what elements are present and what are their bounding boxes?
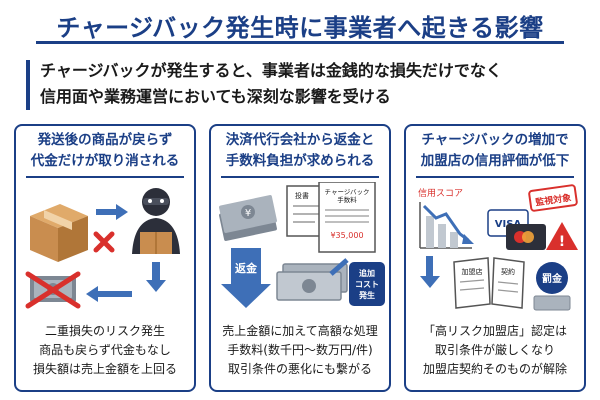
svg-text:!: ! — [559, 234, 565, 250]
summary-line: 手数料(数千円〜数万円/件) — [227, 343, 373, 357]
panel-refund-fees: 決済代行会社から返金と 手数料負担が求められる ¥ 投書 チャージバック 手数料 — [209, 124, 391, 392]
panel-heading-line-1: 決済代行会社から返金と — [225, 132, 375, 148]
extra-cost-line-2: コスト — [355, 280, 379, 289]
summary-line: 売上金額に加えて高額な処理 — [222, 324, 378, 338]
red-x-icon — [93, 231, 115, 253]
refund-label: 返金 — [235, 261, 258, 275]
money-crossed-icon — [25, 271, 81, 309]
fine-badge-icon: 罰金 — [533, 262, 571, 311]
doc-amount: ¥35,000 — [330, 231, 363, 240]
panel-heading-line-2: 加盟店の信用評価が低下 — [420, 153, 570, 169]
panel-heading-line-1: 発送後の商品が戻らず — [37, 132, 173, 148]
refund-arrow-icon: 返金 — [221, 248, 271, 308]
summary-line: 取引条件の悪化にも繋がる — [227, 362, 372, 376]
lead-block: チャージバックが発生すると、事業者は金銭的な損失だけでなく 信用面や業務運営にお… — [26, 58, 574, 114]
extra-cost-line-3: 発生 — [358, 290, 375, 300]
summary-line: 二重損失のリスク発生 — [44, 324, 165, 338]
panel-summary: 売上金額に加えて高額な処理 手数料(数千円〜数万円/件) 取引条件の悪化にも繋が… — [211, 322, 389, 379]
arrow-left-icon — [329, 258, 349, 276]
money-stack-icon: ¥ — [219, 195, 277, 241]
panel-heading-divider — [26, 176, 184, 178]
summary-line: 損失額は売上金額を上回る — [32, 362, 177, 376]
extra-cost-line-1: 追加 — [359, 268, 375, 278]
summary-line: 取引条件が厳しくなり — [434, 343, 555, 357]
fine-label: 罰金 — [542, 272, 563, 285]
summary-line: 加盟店契約そのものが解除 — [422, 362, 567, 376]
lead-text: チャージバックが発生すると、事業者は金銭的な損失だけでなく 信用面や業務運営にお… — [40, 58, 574, 110]
title-bar: チャージバック発生時に事業者へ起きる影響 — [0, 0, 600, 52]
summary-line: 商品も戻らず代金もなし — [39, 343, 171, 357]
member-store-label: 加盟店 — [462, 267, 483, 276]
illustration-refund-fees: ¥ 投書 チャージバック 手数料 ¥35,000 返金 — [219, 182, 385, 308]
panel-heading-divider — [221, 176, 379, 178]
doc-title-line-1: チャージバック — [325, 188, 370, 196]
svg-text:¥: ¥ — [245, 208, 251, 219]
arrow-down-icon — [420, 256, 440, 288]
parcel-box-icon — [30, 204, 88, 262]
panel-heading: 決済代行会社から返金と 手数料負担が求められる — [211, 126, 389, 174]
panel-heading-divider — [416, 176, 574, 178]
doc-title-line-2: 手数料 — [337, 195, 357, 204]
panel-heading-line-1: チャージバックの増加で — [421, 132, 569, 148]
banknotes-icon — [276, 263, 348, 301]
monitor-stamp-icon: 監視対象 — [528, 184, 578, 212]
title-underline — [36, 41, 564, 44]
panel-goods-not-returned: 発送後の商品が戻らず 代金だけが取り消される — [14, 124, 196, 392]
panel-heading: 発送後の商品が戻らず 代金だけが取り消される — [16, 126, 194, 174]
lead-accent-bar — [26, 60, 30, 110]
invoice-tag-label: 投書 — [295, 191, 309, 200]
arrow-right-icon — [96, 204, 128, 220]
credit-score-label: 信用スコア — [418, 187, 463, 199]
page-title: チャージバック発生時に事業者へ起きる影響 — [56, 14, 544, 42]
contract-label: 契約 — [501, 267, 515, 276]
panel-heading: チャージバックの増加で 加盟店の信用評価が低下 — [406, 126, 584, 174]
extra-cost-badge: 追加 コスト 発生 — [349, 262, 385, 306]
lead-line-2: 信用面や業務運営においても深刻な影響を受ける — [40, 87, 391, 106]
panel-summary: 二重損失のリスク発生 商品も戻らず代金もなし 損失額は売上金額を上回る — [16, 322, 194, 379]
panel-heading-line-2: 手数料負担が求められる — [225, 153, 375, 169]
credit-cards-icon: VISA — [487, 209, 546, 250]
thief-icon — [132, 188, 180, 254]
arrow-down-icon — [146, 262, 166, 292]
panel-credit-rating: チャージバックの増加で 加盟店の信用評価が低下 信用スコア 監視対象 VISA — [404, 124, 586, 392]
chargeback-fee-document-icon: チャージバック 手数料 ¥35,000 — [318, 182, 376, 253]
warning-icon: ! — [546, 222, 578, 250]
torn-contract-icon: 加盟店 契約 — [453, 257, 525, 309]
illustration-double-loss — [25, 188, 180, 309]
illustration-credit-decline: 信用スコア 監視対象 VISA ! — [418, 184, 578, 311]
panel-summary: 「高リスク加盟店」認定は 取引条件が厳しくなり 加盟店契約そのものが解除 — [406, 322, 584, 379]
panel-heading-line-2: 代金だけが取り消される — [30, 153, 180, 169]
lead-line-1: チャージバックが発生すると、事業者は金銭的な損失だけでなく — [40, 61, 502, 80]
declining-chart-icon: 信用スコア — [418, 187, 474, 249]
summary-line: 「高リスク加盟店」認定は — [422, 324, 567, 338]
arrow-left-icon — [86, 286, 132, 302]
